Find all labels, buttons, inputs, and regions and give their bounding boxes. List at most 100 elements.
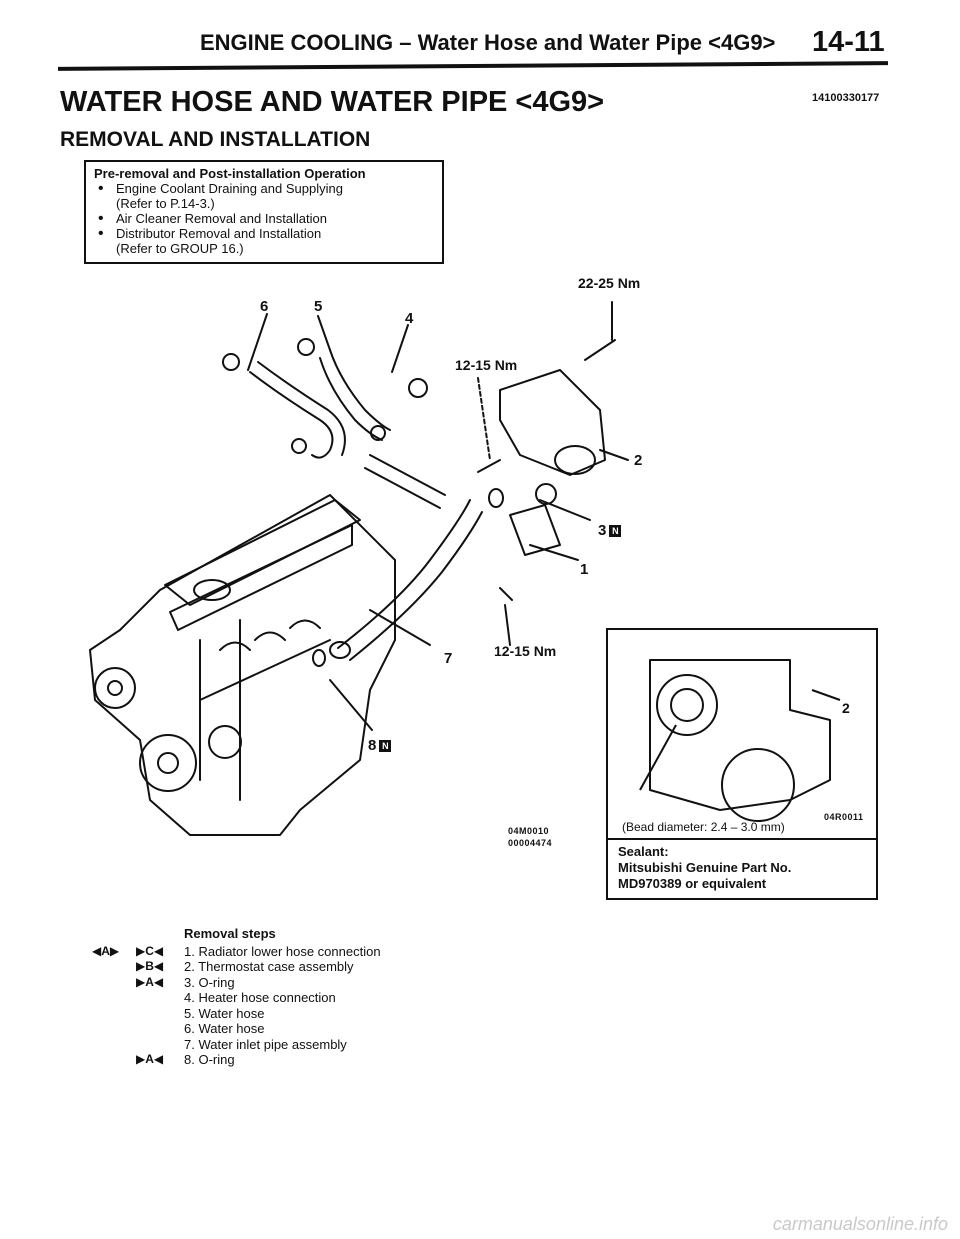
inset-sealant-leader (639, 724, 677, 791)
page-number: 14-11 (812, 26, 885, 58)
inset-leader (811, 689, 841, 701)
o-ring-3 (488, 488, 504, 508)
service-mark: ▶B◀ (136, 959, 164, 973)
thermostat-outlet (554, 445, 596, 475)
bolt-mid (477, 459, 501, 473)
step-text: 2. Thermostat case assembly (184, 959, 354, 974)
inset-outlet (721, 748, 795, 822)
engine-valve-cover (169, 524, 353, 631)
leader-line (391, 324, 409, 373)
intake-ports (219, 619, 321, 651)
list-item: ▶B◀ 2. Thermostat case assembly (92, 959, 381, 975)
cam-pulley (94, 667, 136, 709)
service-mark: ▶A◀ (136, 974, 164, 989)
callout-3-number: 3 (598, 522, 607, 539)
list-item: 5. Water hose (92, 1006, 381, 1022)
step-text: 8. O-ring (184, 1052, 235, 1067)
figure-code: 04M0010 (508, 826, 550, 836)
pre-removal-item-ref: (Refer to GROUP 16.) (116, 241, 244, 256)
callout-1: 1 (580, 561, 589, 578)
service-mark: ▶A◀ (136, 1052, 164, 1066)
page-title: WATER HOSE AND WATER PIPE <4G9> (60, 86, 605, 118)
section-title: REMOVAL AND INSTALLATION (60, 128, 371, 151)
document-code: 14100330177 (812, 92, 880, 104)
list-item: ▶A◀ 8. O-ring (92, 1052, 381, 1068)
engine-front-face (199, 619, 331, 801)
hose-clamp (297, 338, 315, 356)
leader-line (247, 313, 268, 371)
figure-code: 00004474 (508, 838, 553, 848)
step-text: 3. O-ring (184, 974, 235, 990)
callout-6: 6 (260, 298, 269, 315)
oil-filler-cap (193, 579, 231, 601)
hose-clamp (370, 425, 386, 441)
sealant-inset: 2 04R0011 (Bead diameter: 2.4 – 3.0 mm) … (606, 628, 878, 900)
pre-removal-box: Pre-removal and Post-installation Operat… (84, 160, 444, 264)
sealant-part-number: MD970389 or equivalent (618, 876, 767, 891)
water-inlet-pipe (337, 499, 483, 661)
inset-case-port (656, 674, 718, 736)
step-text: 5. Water hose (184, 1005, 265, 1021)
o-ring-8 (312, 649, 326, 667)
torque-label: 12-15 Nm (494, 643, 557, 659)
new-part-badge: N (379, 740, 392, 752)
pre-removal-title: Pre-removal and Post-installation Operat… (94, 166, 366, 181)
list-item: ◀A▶ ▶C◀ 1. Radiator lower hose connectio… (92, 944, 381, 960)
crank-pulley-hub (157, 752, 179, 774)
service-mark: ▶C◀ (136, 943, 164, 958)
sealant-label: Sealant: (618, 844, 669, 859)
hose-clamp (291, 438, 307, 454)
water-pump-pulley (208, 725, 242, 759)
sealant-spec: Sealant: Mitsubishi Genuine Part No. MD9… (618, 844, 791, 892)
pipe-end (329, 641, 351, 659)
pre-removal-item: Distributor Removal and Installation (94, 226, 434, 241)
list-item: 6. Water hose (92, 1021, 381, 1037)
engine-head-top (164, 499, 361, 606)
step-text: 6. Water hose (184, 1021, 265, 1036)
inset-figure-code: 04R0011 (824, 812, 864, 822)
cam-pulley-hub (107, 680, 123, 696)
removal-steps-title: Removal steps (184, 926, 276, 941)
inset-callout-2: 2 (842, 700, 850, 716)
leader-line (329, 679, 373, 731)
step-text: 7. Water inlet pipe assembly (184, 1036, 347, 1052)
hose-clamp (408, 378, 428, 398)
torque-label: 12-15 Nm (455, 357, 518, 373)
inset-thermostat-case (649, 659, 831, 811)
sealant-part: Mitsubishi Genuine Part No. (618, 860, 792, 875)
new-part-badge: N (609, 525, 622, 537)
heater-pipe (364, 454, 446, 509)
bolt-low (499, 587, 513, 601)
hose-clamp (535, 483, 557, 505)
header-title: ENGINE COOLING – Water Hose and Water Pi… (200, 30, 776, 55)
leader-line (539, 499, 591, 521)
leader-line (599, 449, 629, 461)
water-hose-5 (319, 349, 391, 441)
bead-diameter-note: (Bead diameter: 2.4 – 3.0 mm) (622, 820, 785, 834)
water-hose-6 (249, 361, 346, 459)
thermostat-case (499, 369, 606, 476)
thermostat (509, 504, 561, 556)
pre-removal-item: Air Cleaner Removal and Installation (94, 211, 434, 226)
inset-divider (608, 838, 876, 840)
callout-2: 2 (634, 452, 643, 469)
engine-block-outline (89, 494, 396, 836)
service-mark: ◀A▶ (92, 943, 120, 958)
leader-line (477, 377, 491, 461)
callout-4: 4 (405, 310, 414, 327)
leader-line (369, 609, 431, 646)
bolt-top (584, 339, 616, 361)
pre-removal-item-ref: (Refer to P.14-3.) (116, 196, 215, 211)
list-item: 7. Water inlet pipe assembly (92, 1037, 381, 1053)
step-text: 1. Radiator lower hose connection (184, 943, 381, 959)
pre-removal-item: Engine Coolant Draining and Supplying (94, 181, 434, 196)
list-item: 4. Heater hose connection (92, 990, 381, 1006)
watermark-text: carmanualsonline.info (772, 1214, 948, 1234)
removal-steps: Removal steps ◀A▶ ▶C◀ 1. Radiator lower … (92, 926, 381, 1068)
callout-5: 5 (314, 298, 323, 315)
inset-case-port-inner (670, 688, 704, 722)
leader-line (529, 544, 579, 561)
